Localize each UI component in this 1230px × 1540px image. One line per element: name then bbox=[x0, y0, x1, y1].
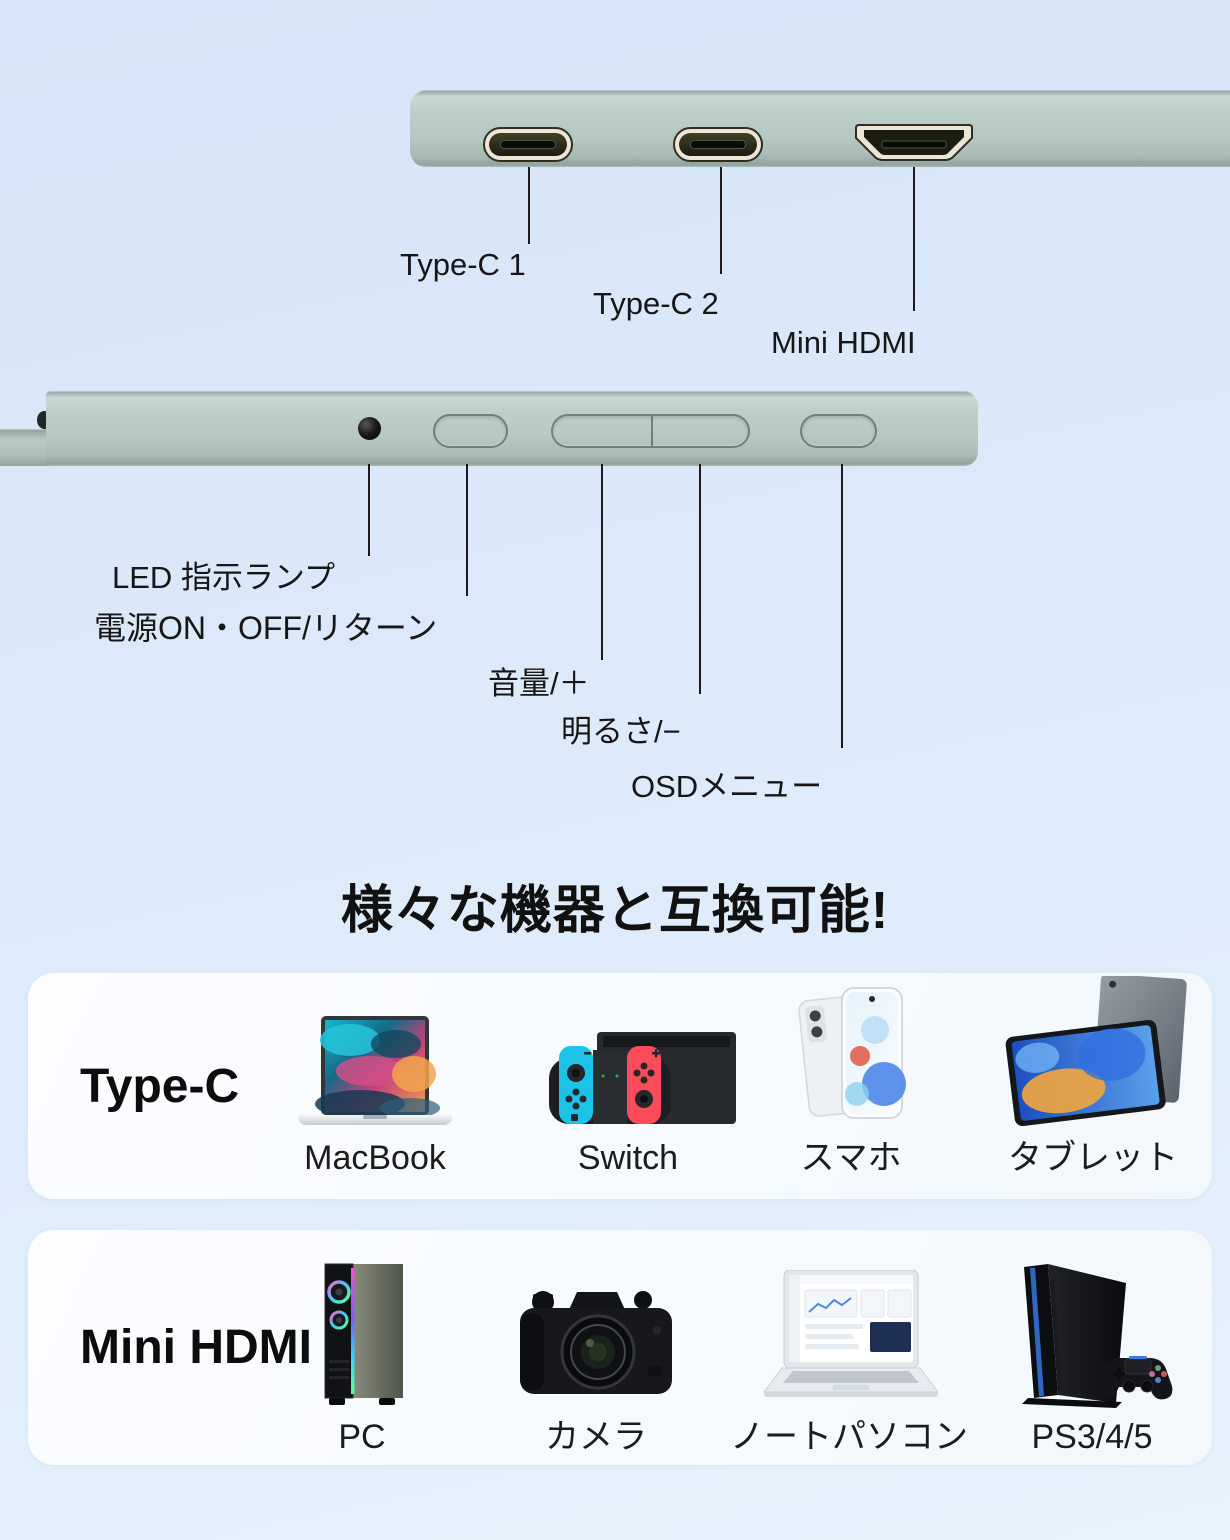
monitor-side-edge bbox=[46, 391, 978, 466]
compat-item-switch: Switch bbox=[508, 981, 748, 1177]
leader-line bbox=[699, 464, 701, 694]
callout-volume: 音量/＋ bbox=[488, 666, 590, 701]
rocker-divider bbox=[651, 416, 653, 446]
camera-icon bbox=[516, 1280, 676, 1410]
leader-line bbox=[720, 167, 722, 274]
compat-item-smartphone: スマホ bbox=[731, 981, 971, 1177]
osd-menu-button bbox=[800, 414, 877, 448]
leader-line bbox=[528, 167, 530, 244]
compat-item-label: カメラ bbox=[545, 1418, 647, 1456]
type-c-panel: Type-C bbox=[28, 973, 1212, 1199]
callout-power: 電源ON・OFF/リターン bbox=[94, 610, 438, 646]
usb-c-port-1-tongue bbox=[501, 140, 555, 148]
compat-item-tablet: タブレット bbox=[973, 976, 1213, 1177]
compat-item-label: MacBook bbox=[304, 1139, 446, 1177]
compat-item-label: Switch bbox=[577, 1139, 679, 1177]
compat-item-camera: カメラ bbox=[476, 1240, 716, 1456]
usb-c-port-2 bbox=[673, 127, 763, 162]
leader-line bbox=[368, 464, 370, 556]
usb-c-port-1-cavity bbox=[489, 133, 567, 156]
leader-line bbox=[601, 464, 603, 660]
leader-line bbox=[466, 464, 468, 596]
compat-item-label: PS3/4/5 bbox=[1031, 1418, 1153, 1456]
section-heading: 様々な機器と互換可能! bbox=[340, 882, 890, 940]
volume-brightness-rocker bbox=[551, 414, 750, 448]
switch-icon bbox=[521, 1026, 736, 1131]
compat-item-label: PC bbox=[338, 1418, 386, 1456]
monitor-top-edge bbox=[410, 90, 1230, 167]
compat-item-macbook: MacBook bbox=[255, 981, 495, 1177]
callout-osd: OSDメニュー bbox=[631, 769, 823, 804]
port-label-mini-hdmi: Mini HDMI bbox=[771, 325, 916, 360]
led-indicator bbox=[358, 417, 381, 440]
macbook-icon bbox=[290, 1016, 460, 1131]
mini-hdmi-panel: Mini HDMI bbox=[28, 1230, 1212, 1465]
mini-hdmi-panel-title: Mini HDMI bbox=[80, 1321, 312, 1374]
usb-c-port-2-cavity bbox=[679, 133, 757, 156]
power-button bbox=[433, 414, 508, 448]
mini-hdmi-port bbox=[855, 124, 973, 161]
playstation-icon bbox=[1010, 1255, 1175, 1410]
tablet-icon bbox=[996, 976, 1191, 1131]
port-label-type-c-2: Type-C 2 bbox=[593, 286, 719, 321]
leader-line bbox=[841, 464, 843, 748]
port-label-type-c-1: Type-C 1 bbox=[400, 247, 526, 282]
compat-item-laptop: ノートパソコン bbox=[729, 1240, 969, 1456]
usb-c-port-2-tongue bbox=[691, 140, 745, 148]
pc-tower-icon bbox=[315, 1260, 410, 1410]
laptop-icon bbox=[752, 1270, 947, 1410]
compat-item-playstation: PS3/4/5 bbox=[972, 1240, 1212, 1456]
usb-c-port-1 bbox=[483, 127, 573, 162]
compat-item-label: スマホ bbox=[800, 1139, 902, 1177]
smartphone-icon bbox=[796, 986, 906, 1131]
compat-item-label: タブレット bbox=[1008, 1139, 1178, 1177]
callout-led: LED 指示ランプ bbox=[112, 560, 335, 595]
compat-item-pc: PC bbox=[242, 1240, 482, 1456]
type-c-panel-title: Type-C bbox=[80, 1059, 240, 1113]
callout-brightness: 明るさ/− bbox=[561, 714, 681, 749]
leader-line bbox=[913, 167, 915, 311]
compat-item-label: ノートパソコン bbox=[730, 1418, 968, 1456]
